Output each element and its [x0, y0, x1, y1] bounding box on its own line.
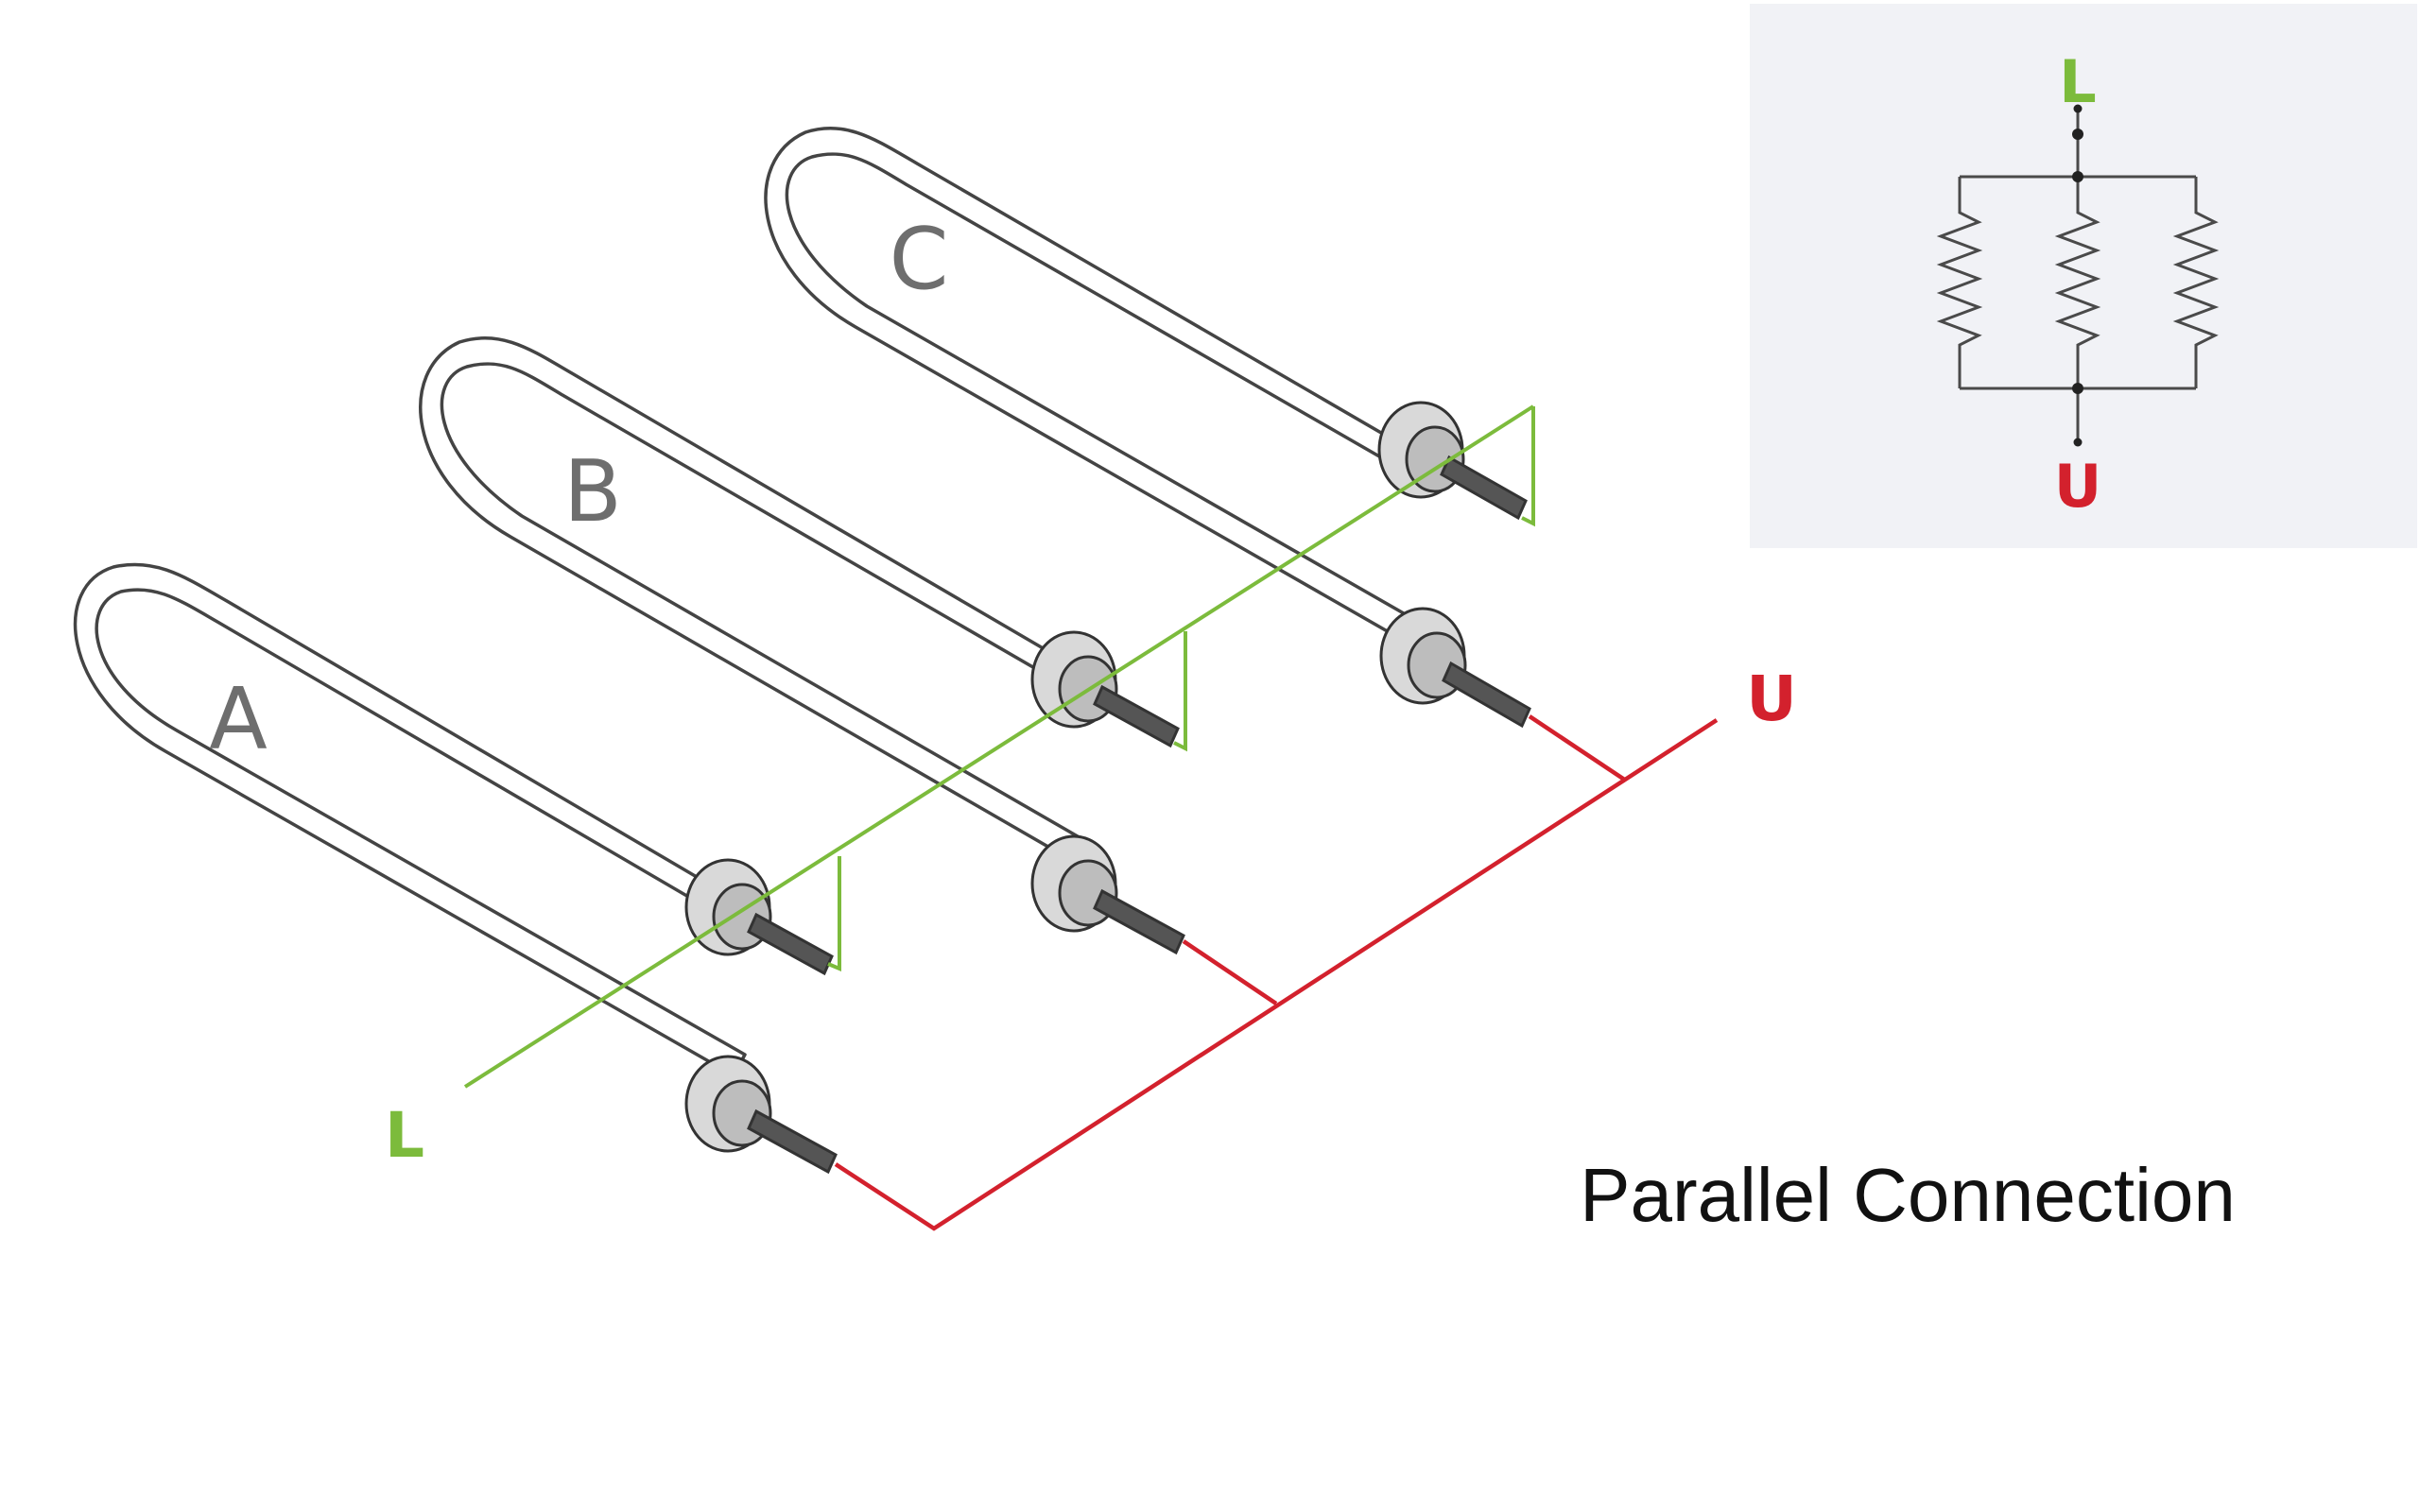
terminal-a-line-stud [747, 912, 834, 976]
schematic-inset: L U [1750, 4, 2417, 548]
line-wire-drop-b [1173, 631, 1187, 752]
element-c-tube-shape [764, 126, 1448, 654]
line-wire-label: L [385, 1099, 424, 1172]
neutral-wire-branch-b [1182, 939, 1278, 1005]
terminal-b-line-stud [1093, 684, 1180, 748]
terminal-b-line [1030, 630, 1180, 748]
line-wire-main [463, 404, 1535, 1089]
heating-element-b [419, 335, 1103, 866]
diagram-title: Parallel Connection [1580, 1153, 2236, 1237]
terminal-c-neutral [1379, 607, 1531, 729]
schematic-resistor-3 [2172, 177, 2220, 388]
terminal-a-neutral-stud [747, 1108, 838, 1175]
neutral-wire-branch-c [1528, 714, 1628, 782]
terminal-a-neutral [684, 1055, 838, 1175]
terminal-b-neutral [1030, 834, 1185, 955]
element-label-c: C [890, 210, 949, 309]
heating-element-a [73, 562, 758, 1077]
neutral-wire-main [834, 718, 1719, 1231]
schematic-dot-top-terminal [2073, 104, 2083, 113]
terminal-c-neutral-stud [1442, 661, 1531, 729]
neutral-wire [834, 714, 1719, 1231]
element-b-tube-shape [419, 335, 1103, 866]
heating-element-c [764, 126, 1448, 654]
neutral-wire-label: U [1746, 662, 1797, 735]
schematic-bottom-label: U [2054, 452, 2101, 521]
schematic-resistor-1 [1936, 177, 1983, 388]
schematic-background [1750, 4, 2417, 548]
line-wire-drop-c [1521, 406, 1535, 527]
schematic-dot-bottom-terminal [2073, 438, 2083, 447]
schematic-dot-top-bus [2072, 171, 2083, 182]
line-wire-drop-a [827, 856, 841, 971]
line-wire [463, 404, 1535, 1089]
element-label-b: B [563, 442, 622, 541]
schematic-dot-bottom-bus [2072, 383, 2083, 394]
terminal-c-line [1377, 401, 1528, 521]
schematic-junction-dots [2072, 104, 2083, 447]
terminal-c-line-stud [1440, 455, 1528, 521]
schematic-resistor-2 [2054, 177, 2101, 388]
schematic-dot-top-junction [2072, 129, 2083, 140]
terminals [684, 401, 1531, 1175]
element-label-a: A [209, 670, 268, 769]
element-a-tube-shape [73, 562, 758, 1077]
terminal-b-neutral-stud [1093, 888, 1185, 955]
terminal-a-line [684, 858, 834, 976]
